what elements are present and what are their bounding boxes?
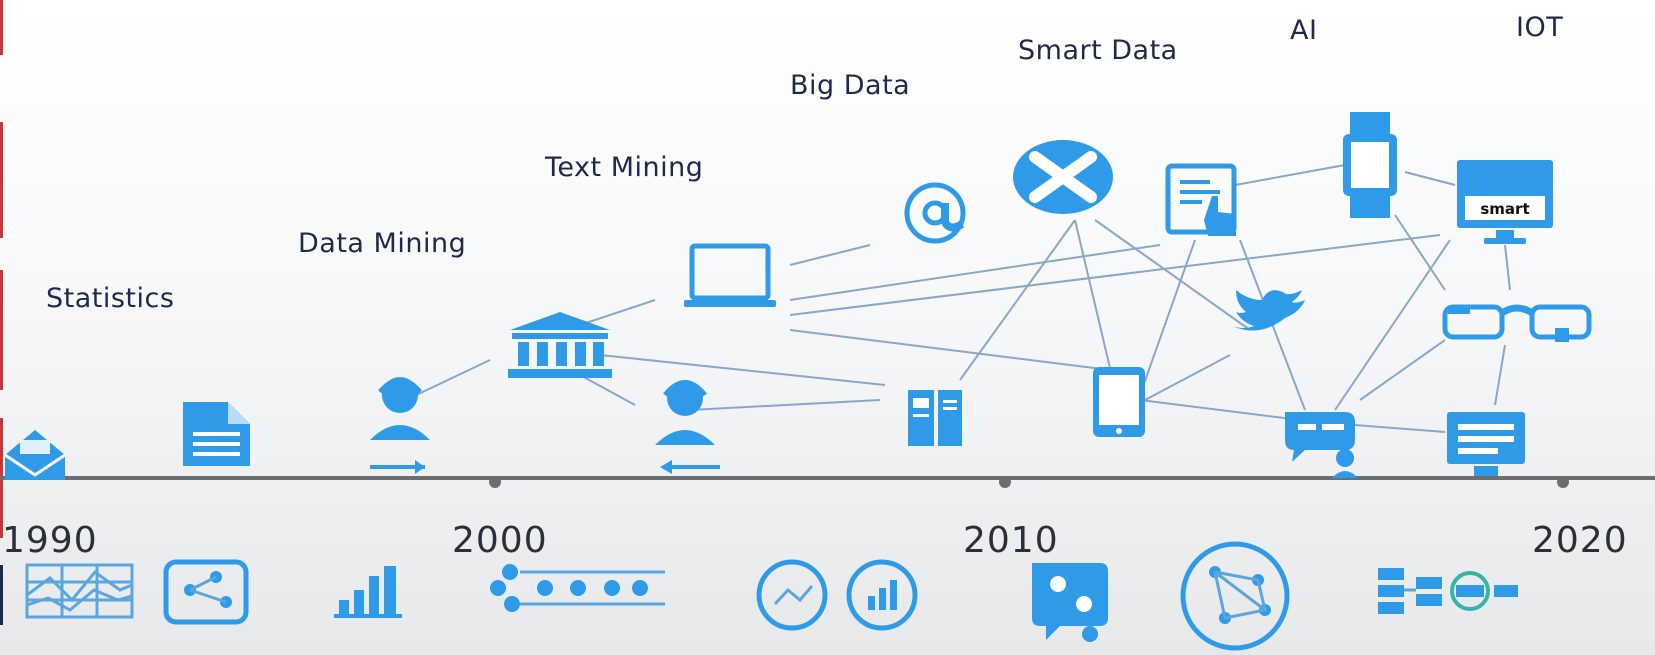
- smart-glasses-icon: [1442, 304, 1592, 342]
- hierarchy-icon: [163, 559, 249, 625]
- era-label-ai: AI: [1290, 15, 1318, 46]
- chat-bubbles-icon: [1285, 412, 1358, 478]
- smart-monitor-icon: [1457, 160, 1553, 244]
- people-chat-icon: [1032, 563, 1108, 642]
- tick-2000: [489, 476, 501, 488]
- line-chart-icon: [25, 563, 134, 619]
- year-2010: 2010: [963, 520, 1059, 561]
- era-label-data-mining: Data Mining: [298, 228, 467, 259]
- envelope-icon: [4, 430, 66, 480]
- touchscreen-icon: [1165, 163, 1237, 236]
- tick-2010: [999, 476, 1011, 488]
- flow-chain-icon: [1378, 568, 1518, 614]
- analytics-goggles-icon: [756, 559, 918, 631]
- left-edge-bar-2: [0, 122, 3, 238]
- support-person-icon-2: [655, 380, 720, 474]
- era-label-text-mining: Text Mining: [545, 152, 704, 183]
- desktop-monitor-icon: [1447, 412, 1525, 476]
- server-icon: [908, 390, 962, 446]
- bar-chart-icon: [334, 566, 402, 618]
- dot-flow-icon: [490, 564, 665, 612]
- smartwatch-icon: [1343, 112, 1397, 218]
- year-2020: 2020: [1532, 520, 1628, 561]
- era-label-smart-data: Smart Data: [1018, 35, 1178, 66]
- bird-icon: [1232, 290, 1305, 331]
- era-label-iot: IOT: [1516, 12, 1564, 43]
- tablet-icon: [1093, 367, 1145, 437]
- at-sign-icon: [904, 182, 966, 244]
- left-edge-bar-3: [0, 270, 3, 390]
- left-edge-bar-5: [0, 565, 3, 625]
- timeline-axis: [0, 476, 1655, 488]
- network-links: [409, 164, 1511, 433]
- institution-icon: [508, 312, 612, 378]
- tick-2020: [1557, 476, 1569, 488]
- network-globe-icon: [1180, 541, 1290, 651]
- era-label-statistics: Statistics: [46, 283, 175, 314]
- laptop-icon: [684, 243, 776, 307]
- year-2000: 2000: [452, 520, 548, 561]
- support-person-icon: [370, 377, 430, 474]
- document-icon: [183, 402, 250, 466]
- year-1990: 1990: [2, 520, 98, 561]
- left-edge-bar-1: [0, 0, 3, 55]
- x-circle-icon: [1013, 140, 1113, 214]
- era-label-big-data: Big Data: [790, 70, 911, 101]
- smart-monitor-label: smart: [1480, 200, 1529, 218]
